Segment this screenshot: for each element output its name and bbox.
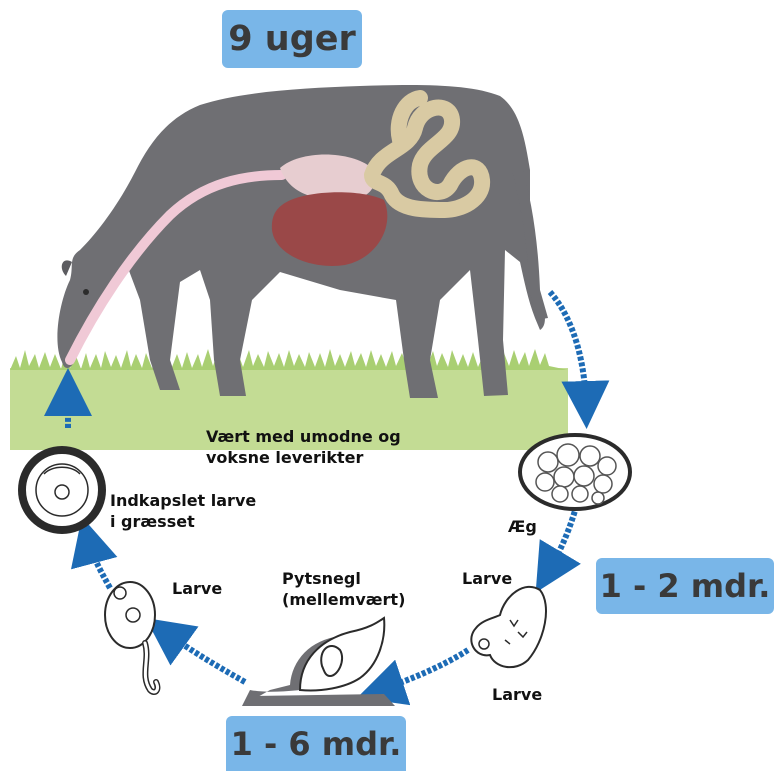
encysted-label-line1: Indkapslet larve	[110, 490, 256, 511]
host-label-line1: Vært med umodne og	[206, 426, 401, 447]
duration-badge-egg-to-larva: 1 - 2 mdr.	[596, 558, 774, 614]
egg-label: Æg	[508, 516, 537, 537]
host-label: Vært med umodne og voksne leverikter	[206, 426, 401, 468]
larva-label-right: Larve	[462, 568, 512, 589]
arrow-larva-to-snail	[380, 650, 468, 690]
snail-label-line2: (mellemvært)	[282, 589, 405, 610]
host-label-line2: voksne leverikter	[206, 447, 401, 468]
larva-label-bottom-right: Larve	[492, 684, 542, 705]
duration-badge-snail: 1 - 6 mdr.	[226, 716, 406, 771]
duration-badge-host: 9 uger	[222, 10, 362, 68]
snail-label: Pytsnegl (mellemvært)	[282, 568, 405, 610]
egg-illustration	[520, 435, 630, 509]
snail-label-line1: Pytsnegl	[282, 568, 405, 589]
encysted-larva-illustration	[18, 446, 106, 534]
cow-illustration	[57, 85, 548, 398]
larva-label-left: Larve	[172, 578, 222, 599]
larva-cercaria-illustration	[105, 582, 157, 692]
encysted-larva-label: Indkapslet larve i græsset	[110, 490, 256, 532]
arrow-snail-to-larva	[165, 632, 245, 682]
larva-miracidium-illustration	[471, 587, 546, 667]
encysted-label-line2: i græsset	[110, 511, 256, 532]
snail-illustration	[242, 618, 395, 706]
arrow-larva-to-encysted	[88, 540, 110, 588]
